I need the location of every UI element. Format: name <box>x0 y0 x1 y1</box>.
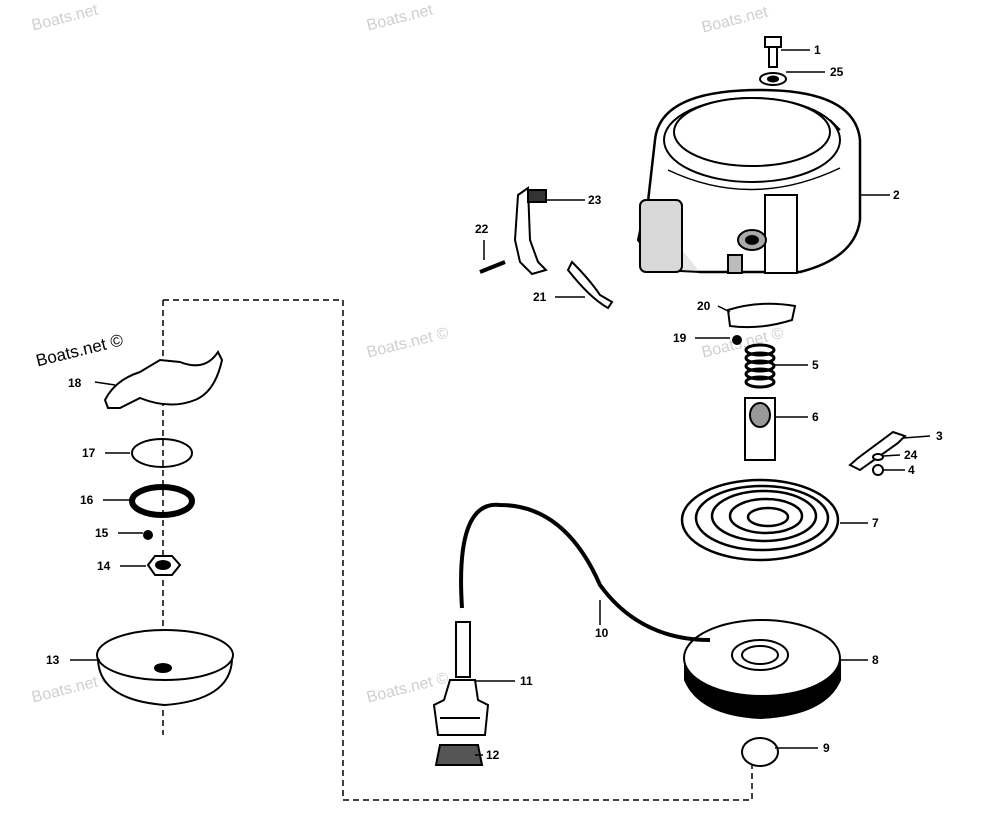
leader-lines <box>70 49 931 756</box>
callout-17: 17 <box>82 446 96 460</box>
insert-part-12 <box>434 744 484 766</box>
callout-20: 20 <box>697 299 711 313</box>
callout-14: 14 <box>97 559 111 573</box>
callout-2: 2 <box>893 188 900 202</box>
callout-3: 3 <box>936 429 943 443</box>
bracket-part-3 <box>848 430 907 472</box>
spring-part-21 <box>566 260 614 310</box>
callout-22: 22 <box>475 222 489 236</box>
ring-part-17 <box>131 438 193 468</box>
callout-25: 25 <box>830 65 844 79</box>
pin-part-22 <box>479 260 506 274</box>
plate-part-18 <box>103 349 224 409</box>
plate-part-20 <box>726 302 797 329</box>
callout-23: 23 <box>588 193 602 207</box>
nut-part-14 <box>146 555 182 576</box>
screw-part-19 <box>732 335 742 345</box>
cup-part-13 <box>96 629 234 707</box>
lever-part-23 <box>513 186 548 276</box>
callout-4: 4 <box>908 463 915 477</box>
callout-21: 21 <box>533 290 547 304</box>
callout-19: 19 <box>673 331 687 345</box>
callout-18: 18 <box>68 376 82 390</box>
callout-8: 8 <box>872 653 879 667</box>
handle-part-11 <box>432 621 490 736</box>
callout-13: 13 <box>46 653 60 667</box>
rope-part-10 <box>459 502 711 642</box>
washer-part-25 <box>759 72 787 86</box>
screw-part-15 <box>143 530 153 540</box>
spring-part-5 <box>744 343 776 389</box>
callout-9: 9 <box>823 741 830 755</box>
callout-1: 1 <box>814 43 821 57</box>
assembly-dashed-line <box>163 299 753 801</box>
callout-5: 5 <box>812 358 819 372</box>
bolt-part-1 <box>764 36 782 68</box>
callout-12: 12 <box>486 748 500 762</box>
callout-10: 10 <box>595 626 609 640</box>
callout-7: 7 <box>872 516 879 530</box>
clip-part-9 <box>741 737 779 767</box>
washer-part-24 <box>872 453 884 461</box>
callout-15: 15 <box>95 526 109 540</box>
callout-6: 6 <box>812 410 819 424</box>
rewind-spring-part-7 <box>680 478 840 562</box>
pulley-part-8 <box>683 619 841 720</box>
screw-part-4 <box>872 464 884 476</box>
starter-housing-part-2 <box>636 88 862 274</box>
callout-16: 16 <box>80 493 94 507</box>
callout-24: 24 <box>904 448 918 462</box>
shaft-part-6 <box>744 397 776 461</box>
callout-11: 11 <box>520 674 533 688</box>
washer-part-16 <box>129 484 195 518</box>
